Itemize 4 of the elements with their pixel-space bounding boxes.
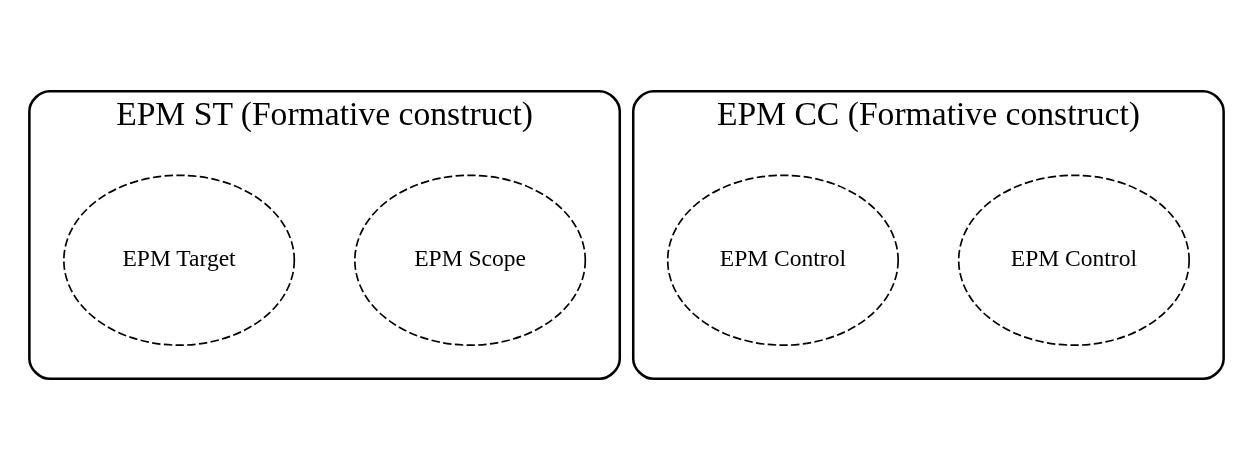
node-ellipse: EPM Scope (354, 174, 587, 346)
node-ellipse: EPM Target (63, 174, 296, 346)
node-ellipse: EPM Control (957, 174, 1190, 346)
node-ellipse: EPM Control (666, 174, 899, 346)
